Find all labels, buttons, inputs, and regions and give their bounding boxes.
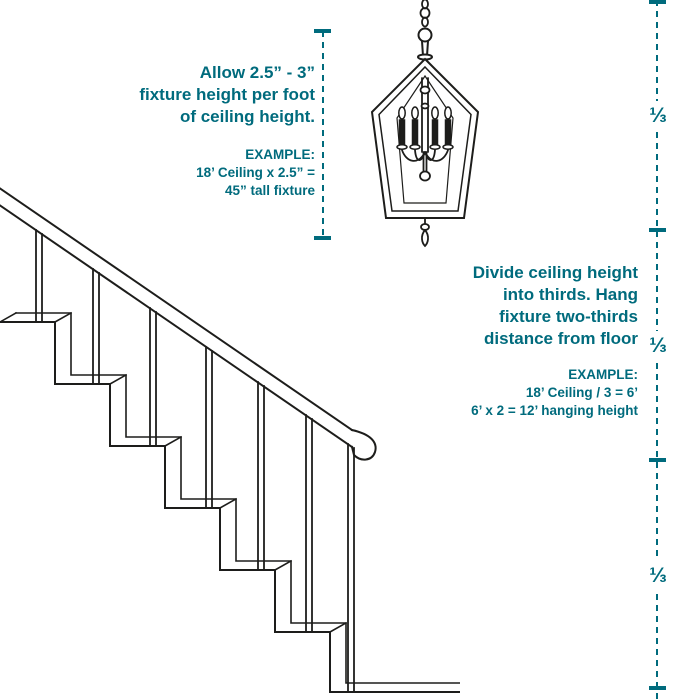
- note-line: fixture two-thirds: [499, 307, 638, 327]
- fixture-measure-top-cap: [314, 29, 331, 33]
- fixture-measure-bottom-cap: [314, 236, 331, 240]
- steps-back-profile: [15, 312, 460, 684]
- note-line: Allow 2.5” - 3”: [199, 63, 315, 82]
- example-line: 18’ Ceiling x 2.5” =: [196, 164, 315, 180]
- note-line: fixture height per foot: [139, 85, 315, 105]
- center-column: [419, 77, 431, 182]
- hanging-height-note: Divide ceiling height into thirds. Hang …: [473, 262, 638, 350]
- note-line: distance from floor: [484, 329, 638, 349]
- example-line: 45” tall fixture: [224, 182, 315, 198]
- example-line: EXAMPLE:: [245, 147, 315, 162]
- steps-front-profile: [0, 321, 460, 693]
- lantern-cage: [370, 57, 480, 219]
- balusters: [35, 229, 355, 693]
- fixture-height-measure-line: [322, 31, 324, 239]
- example-line: EXAMPLE:: [568, 367, 638, 382]
- thirds-tick-2: [649, 458, 666, 462]
- chain: [419, 0, 431, 28]
- note-line: into thirds. Hang: [502, 285, 638, 305]
- example-line: 6’ x 2 = 12’ hanging height: [471, 402, 638, 418]
- fixture-height-note: Allow 2.5” - 3” fixture height per foot …: [139, 62, 315, 128]
- step-edges: [0, 311, 348, 634]
- thirds-tick-bottom: [649, 686, 666, 690]
- candles: [396, 106, 454, 150]
- handrail: [0, 187, 377, 461]
- one-third-label-middle: ⅓: [644, 331, 672, 360]
- note-line: of ceiling height.: [179, 107, 315, 127]
- candle-arms: [401, 149, 449, 162]
- thirds-tick-top: [649, 0, 666, 4]
- note-line: Divide ceiling height: [472, 263, 638, 282]
- bottom-finial: [420, 217, 430, 248]
- hanging-height-example: EXAMPLE: 18’ Ceiling / 3 = 6’ 6’ x 2 = 1…: [471, 366, 638, 420]
- hanger-loop: [417, 27, 433, 43]
- one-third-label-bottom: ⅓: [644, 561, 672, 590]
- one-third-label-top: ⅓: [644, 101, 672, 130]
- staircase-illustration: [0, 187, 460, 693]
- fixture-height-example: EXAMPLE: 18’ Ceiling x 2.5” = 45” tall f…: [196, 146, 315, 200]
- thirds-tick-1: [649, 228, 666, 232]
- example-line: 18’ Ceiling / 3 = 6’: [525, 384, 638, 400]
- chandelier-illustration: [370, 0, 480, 248]
